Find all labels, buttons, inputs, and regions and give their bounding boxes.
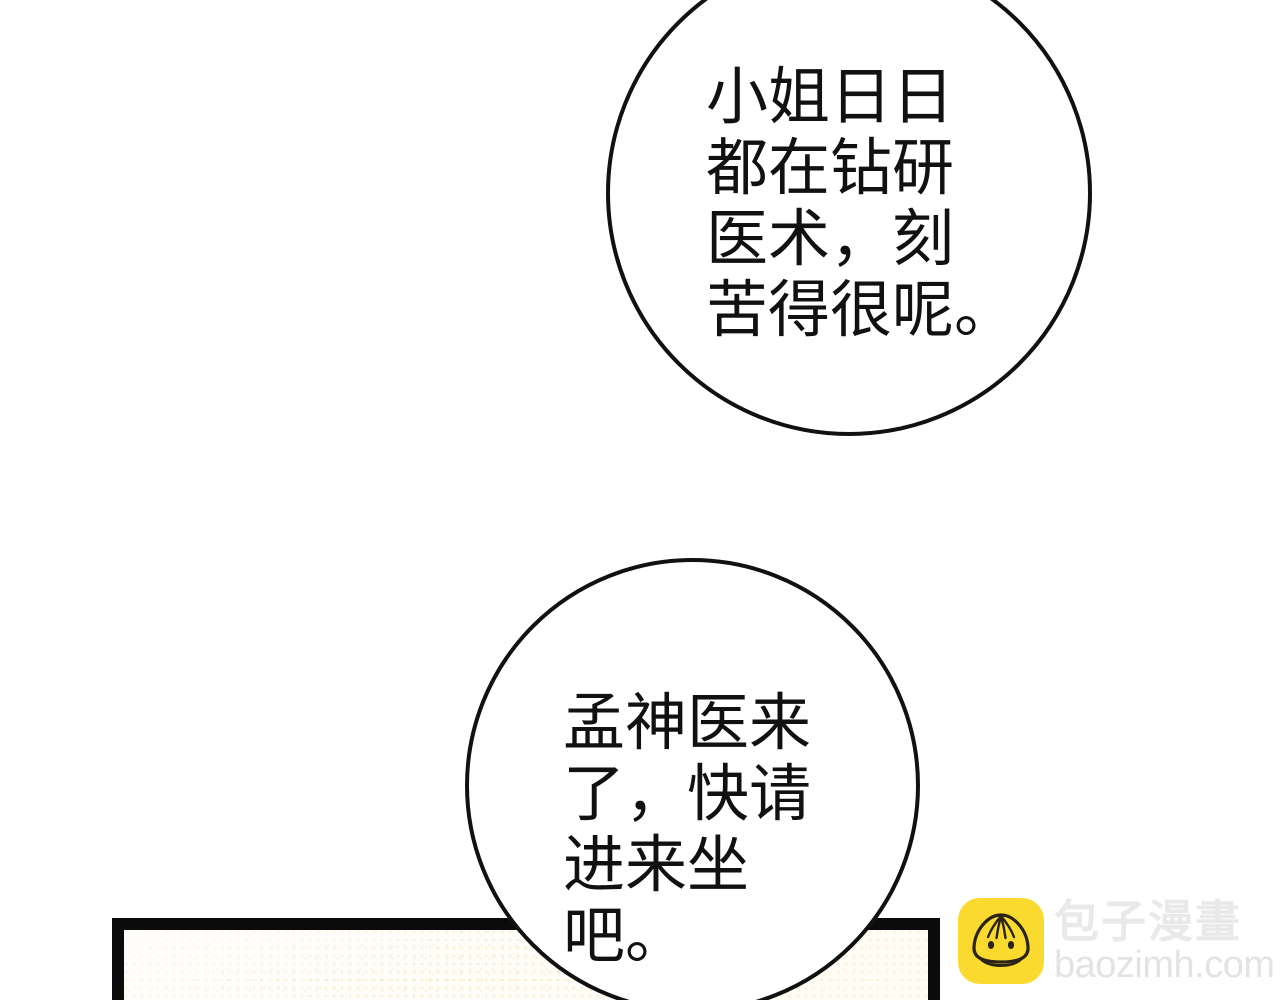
watermark-site-url: baozimh.com — [1054, 943, 1275, 986]
speech-bubble-2-text: 孟神医来 了，快请 进来坐吧。 — [563, 689, 812, 971]
site-watermark: 包子漫畫 baozimh.com — [958, 894, 1275, 986]
speech-bubble-1 — [606, 0, 1092, 436]
baozi-bun-icon — [958, 898, 1044, 984]
watermark-site-name: 包子漫畫 — [1054, 894, 1243, 948]
speech-bubble-2 — [465, 558, 920, 1000]
speech-bubble-1-text: 小姐日日 都在钻研 医术，刻 苦得很呢。 — [706, 63, 1017, 345]
watermark-text-group: 包子漫畫 baozimh.com — [1054, 894, 1275, 986]
